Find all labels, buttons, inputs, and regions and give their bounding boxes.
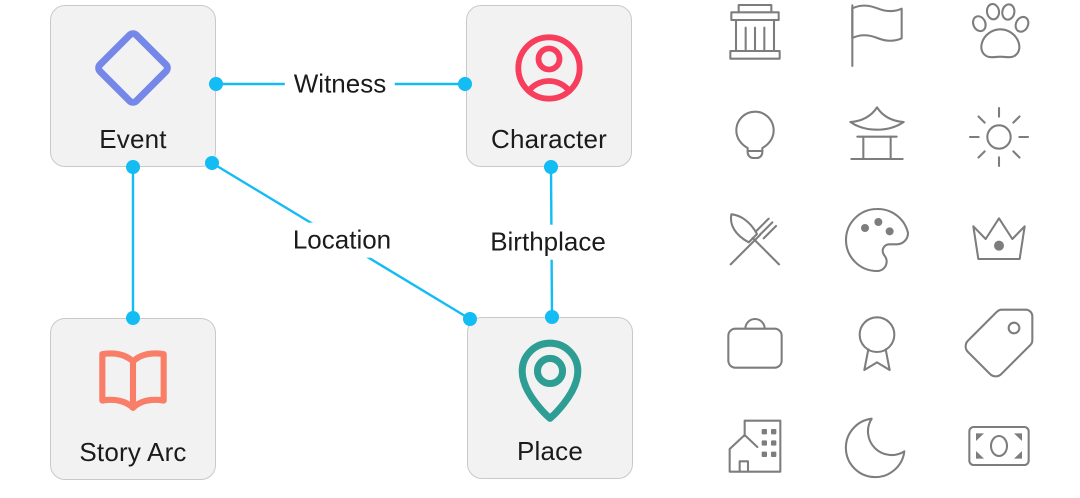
palette-icon[interactable] xyxy=(837,200,917,280)
edge-label-birthplace[interactable]: Birthplace xyxy=(481,224,615,260)
sun-icon[interactable] xyxy=(959,97,1039,177)
connection-handle[interactable] xyxy=(544,160,558,174)
node-label: Event xyxy=(99,124,167,154)
node-character[interactable]: Character xyxy=(466,5,632,167)
award-ribbon-icon[interactable] xyxy=(837,303,917,383)
connection-handle[interactable] xyxy=(126,160,140,174)
flag-icon[interactable] xyxy=(837,0,917,74)
banknote-icon[interactable] xyxy=(959,406,1039,486)
connection-handle[interactable] xyxy=(126,311,140,325)
connection-handle[interactable] xyxy=(458,77,472,91)
utensils-icon[interactable] xyxy=(715,200,795,280)
node-label: Character xyxy=(491,124,607,154)
connection-handle[interactable] xyxy=(545,310,559,324)
lightbulb-icon[interactable] xyxy=(715,97,795,177)
tag-icon[interactable] xyxy=(959,303,1039,383)
icon-palette xyxy=(694,0,1060,498)
edge-label-witness[interactable]: Witness xyxy=(284,66,396,102)
connection-handle[interactable] xyxy=(205,156,219,170)
node-label: Story Arc xyxy=(79,437,187,467)
connection-handle[interactable] xyxy=(463,312,477,326)
crown-icon[interactable] xyxy=(959,200,1039,280)
paw-print-icon[interactable] xyxy=(959,0,1039,74)
bank-icon[interactable] xyxy=(715,0,795,74)
node-story-arc[interactable]: Story Arc xyxy=(50,318,216,480)
edge-label-location[interactable]: Location xyxy=(283,222,401,258)
connection-handle[interactable] xyxy=(209,77,223,91)
temple-icon[interactable] xyxy=(837,97,917,177)
node-event[interactable]: Event xyxy=(50,5,216,167)
node-place[interactable]: Place xyxy=(467,317,633,479)
moon-icon[interactable] xyxy=(837,406,917,486)
building-icon[interactable] xyxy=(715,406,795,486)
briefcase-icon[interactable] xyxy=(715,303,795,383)
node-label: Place xyxy=(516,436,584,466)
